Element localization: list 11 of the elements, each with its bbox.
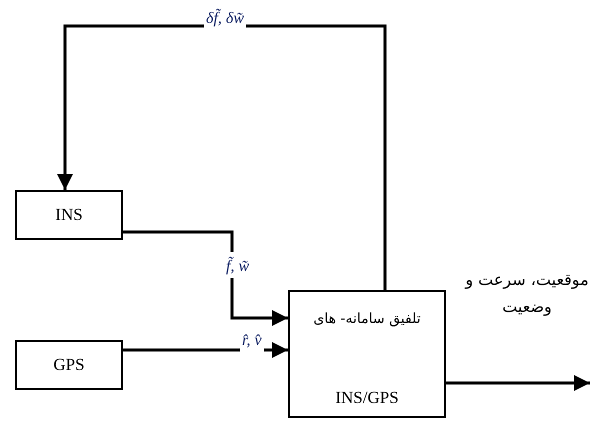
- box-label: GPS: [53, 354, 85, 376]
- arrow: [446, 375, 590, 391]
- block-box: [15, 190, 123, 240]
- box-label: تلفیق سامانه- های: [312, 310, 422, 329]
- arrow: [57, 24, 386, 290]
- box-label: INS: [55, 204, 83, 226]
- block-box: [288, 290, 446, 418]
- edge-label: f̃, w̃: [224, 252, 252, 278]
- arrow: [123, 230, 288, 326]
- block-box: [15, 340, 123, 390]
- box-label: INS/GPS: [335, 386, 399, 409]
